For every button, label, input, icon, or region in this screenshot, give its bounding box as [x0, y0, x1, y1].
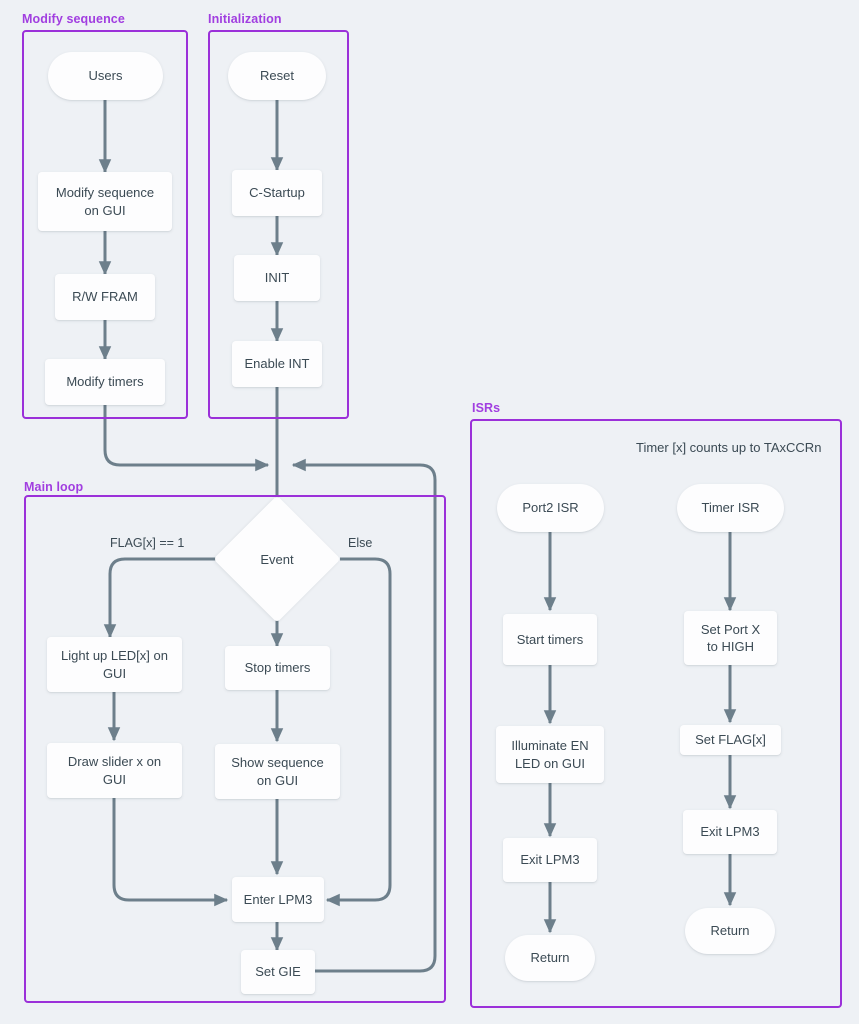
node-port2-isr[interactable]: Port2 ISR	[497, 484, 604, 532]
node-enable-int[interactable]: Enable INT	[232, 341, 322, 387]
node-draw-slider[interactable]: Draw slider x on GUI	[47, 743, 182, 798]
node-enter-lpm3[interactable]: Enter LPM3	[232, 877, 324, 922]
node-return-port2[interactable]: Return	[505, 935, 595, 981]
node-event-label: Event	[260, 551, 294, 567]
node-start-timers[interactable]: Start timers	[503, 614, 597, 665]
group-label-main-loop: Main loop	[24, 480, 84, 494]
group-initialization	[208, 30, 349, 419]
edge-label-else: Else	[348, 536, 373, 550]
node-return-timer[interactable]: Return	[685, 908, 775, 954]
node-exit-lpm3-port2[interactable]: Exit LPM3	[503, 838, 597, 882]
node-show-sequence[interactable]: Show sequence on GUI	[215, 744, 340, 799]
group-main-loop	[24, 495, 446, 1003]
node-event-decision[interactable]: Event	[213, 495, 341, 623]
group-label-initialization: Initialization	[208, 12, 282, 26]
edge-label-flag-true: FLAG[x] == 1	[110, 536, 185, 550]
node-set-flag[interactable]: Set FLAG[x]	[680, 725, 781, 755]
node-set-gie[interactable]: Set GIE	[241, 950, 315, 994]
node-timer-isr[interactable]: Timer ISR	[677, 484, 784, 532]
node-c-startup[interactable]: C-Startup	[232, 170, 322, 216]
group-label-isrs: ISRs	[472, 401, 501, 415]
node-stop-timers[interactable]: Stop timers	[225, 646, 330, 690]
node-rw-fram[interactable]: R/W FRAM	[55, 274, 155, 320]
group-isrs	[470, 419, 842, 1008]
node-modify-timers[interactable]: Modify timers	[45, 359, 165, 405]
group-label-modify-sequence: Modify sequence	[22, 12, 125, 26]
node-set-port-high[interactable]: Set Port X to HIGH	[684, 611, 777, 665]
node-reset[interactable]: Reset	[228, 52, 326, 100]
group-modify-sequence	[22, 30, 188, 419]
node-light-up-led[interactable]: Light up LED[x] on GUI	[47, 637, 182, 692]
note-timer-counts: Timer [x] counts up to TAxCCRn	[636, 440, 822, 455]
node-illuminate-en-led[interactable]: Illuminate EN LED on GUI	[496, 726, 604, 783]
node-users[interactable]: Users	[48, 52, 163, 100]
node-modify-sequence-on-gui[interactable]: Modify sequence on GUI	[38, 172, 172, 231]
node-exit-lpm3-timer[interactable]: Exit LPM3	[683, 810, 777, 854]
node-init[interactable]: INIT	[234, 255, 320, 301]
